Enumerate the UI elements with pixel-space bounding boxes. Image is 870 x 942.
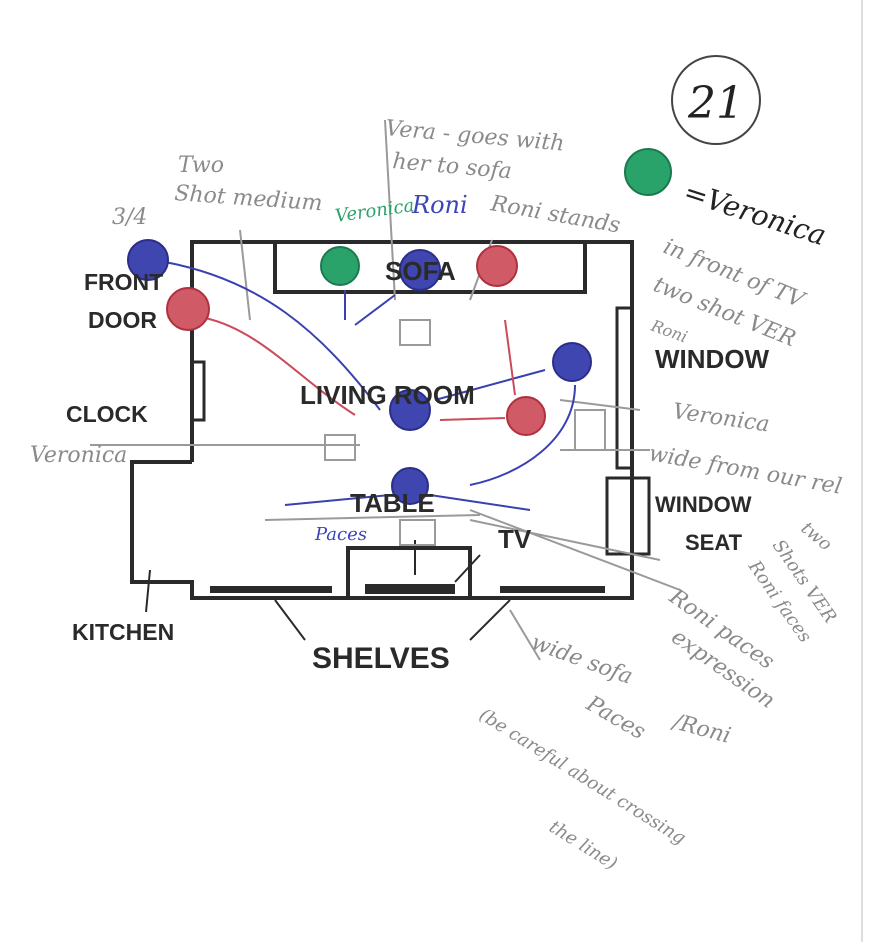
window-label: WINDOW [655, 344, 770, 374]
note: (be careful about crossing [475, 704, 689, 849]
note: Two [178, 153, 224, 178]
window-outline [615, 306, 634, 470]
sofa-label: SOFA [385, 256, 456, 286]
note: wide sofa [528, 630, 636, 690]
front-door-label: DOOR [88, 307, 157, 333]
note: two [797, 518, 836, 556]
veronica-marker [320, 246, 360, 286]
shelf-right [500, 586, 605, 593]
roni-marker [127, 239, 169, 281]
clock-outline [190, 360, 206, 422]
tv [365, 584, 455, 594]
window-seat-label: SEAT [685, 530, 743, 555]
note: Veronica [334, 195, 416, 227]
kitchen-label: KITCHEN [72, 619, 174, 645]
note: Veronica [671, 399, 771, 437]
floor-plan [130, 240, 651, 641]
page-number: 21 [671, 55, 761, 145]
note: Shot medium [174, 181, 324, 216]
sofa-outline [273, 240, 587, 294]
tv-label: TV [498, 524, 532, 554]
note: Paces [314, 524, 367, 545]
note: her to sofa [391, 149, 512, 184]
roni-marker [399, 249, 441, 291]
table-label: TABLE [350, 488, 435, 518]
roni-marker [389, 389, 431, 431]
character-markers [127, 239, 592, 505]
note: /Roni [669, 709, 734, 749]
note: 3/4 [112, 205, 147, 230]
note: Paces [581, 691, 649, 745]
legend-label: =Veronica [680, 175, 830, 252]
clock-label: CLOCK [66, 401, 148, 427]
window-seat-outline [605, 476, 651, 556]
red-marker [166, 287, 210, 331]
note: the line) [545, 816, 621, 874]
red-marker [506, 396, 546, 436]
red-marker [476, 245, 518, 287]
note: Roni stands [488, 191, 622, 239]
legend: =Veronica [624, 148, 830, 252]
kitchen-walls [130, 460, 192, 584]
legend-veronica-marker [624, 148, 672, 196]
movement-arrows [164, 261, 576, 511]
shelf-left [210, 586, 332, 593]
page-number-text: 21 [687, 78, 744, 129]
tv-unit-outline [346, 546, 472, 600]
shelves-label: SHELVES [312, 642, 450, 675]
roni-marker [552, 342, 592, 382]
room-labels: SOFA FRONT DOOR WINDOW CLOCK LIVING ROOM… [66, 256, 770, 675]
roni-marker [391, 467, 429, 505]
camera-lines [90, 119, 681, 661]
note: Roni [411, 191, 468, 219]
note: Roni [648, 316, 690, 347]
window-seat-label: WINDOW [655, 492, 752, 517]
living-room-label: LIVING ROOM [300, 380, 475, 410]
front-door-label: FRONT [84, 269, 163, 295]
note: Veronica [30, 443, 127, 468]
